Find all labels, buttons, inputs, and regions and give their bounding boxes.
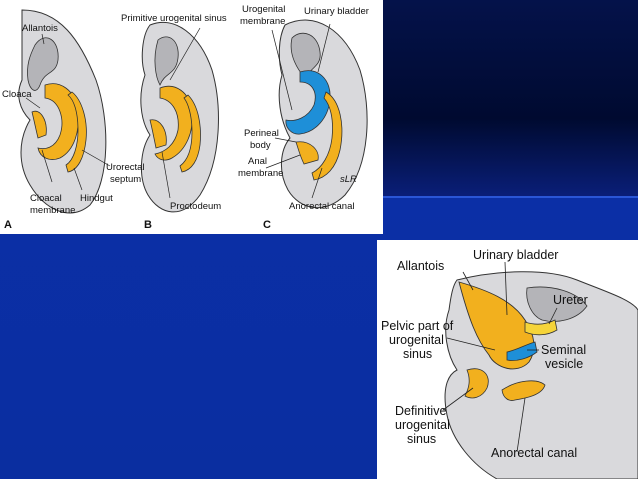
label-anal-membrane-1: Anal [248,156,267,167]
top-leader-lines [25,23,331,199]
label-urinary-bladder: Urinary bladder [473,248,558,262]
label-urorectal-septum-1: Urorectal [106,162,145,173]
label-ureter: Ureter [553,293,588,307]
panel-letter-b: B [144,219,152,231]
panel-letter-a: A [4,219,12,231]
label-anal-membrane-2: membrane [238,168,283,179]
label-cloacal-membrane-1: Cloacal [30,193,62,204]
label-perineal-body-2: body [250,140,271,151]
label-urinary-bladder-c: Urinary bladder [304,6,369,17]
label-urogenital-membrane-1: Urogenital [242,4,285,15]
label-anorectal-canal-c: Anorectal canal [289,201,354,212]
label-primitive-urogenital-sinus: Primitive urogenital sinus [121,13,227,24]
label-perineal-body-1: Perineal [244,128,279,139]
slide-dark-band [383,0,638,198]
label-hindgut: Hindgut [80,193,113,204]
label-cloacal-membrane-2: membrane [30,205,75,216]
label-definitive-sinus-2: urogenital [395,418,450,432]
figure-urogenital-sinus: Urinary bladder Allantois Ureter Pelvic … [377,240,638,479]
panel-b-drawing [140,21,219,213]
label-allantois-a: Allantois [22,23,58,34]
label-urogenital-membrane-2: membrane [240,16,285,27]
figure-cloaca-partition: Allantois Cloaca Cloacal membrane Hindgu… [0,0,383,234]
label-allantois: Allantois [397,259,444,273]
label-definitive-sinus-1: Definitive [395,404,446,418]
bottom-embryo-drawing [444,271,638,479]
bottom-leader-lines [442,261,558,453]
label-pelvic-part-1: Pelvic part of [381,319,454,333]
label-seminal-vesicle-1: Seminal [541,343,586,357]
panel-a-drawing [18,9,107,214]
label-definitive-sinus-3: sinus [407,432,436,446]
label-signature: sLR [340,174,357,185]
panel-c-drawing [278,19,368,209]
label-anorectal-canal: Anorectal canal [491,446,577,460]
label-proctodeum: Proctodeum [170,201,221,212]
label-pelvic-part-2: urogenital [389,333,444,347]
label-pelvic-part-3: sinus [403,347,432,361]
slide-divider-line [383,196,638,198]
label-seminal-vesicle-2: vesicle [545,357,583,371]
panel-letter-c: C [263,219,271,231]
label-urorectal-septum-2: septum [110,174,141,185]
label-cloaca: Cloaca [2,89,32,100]
